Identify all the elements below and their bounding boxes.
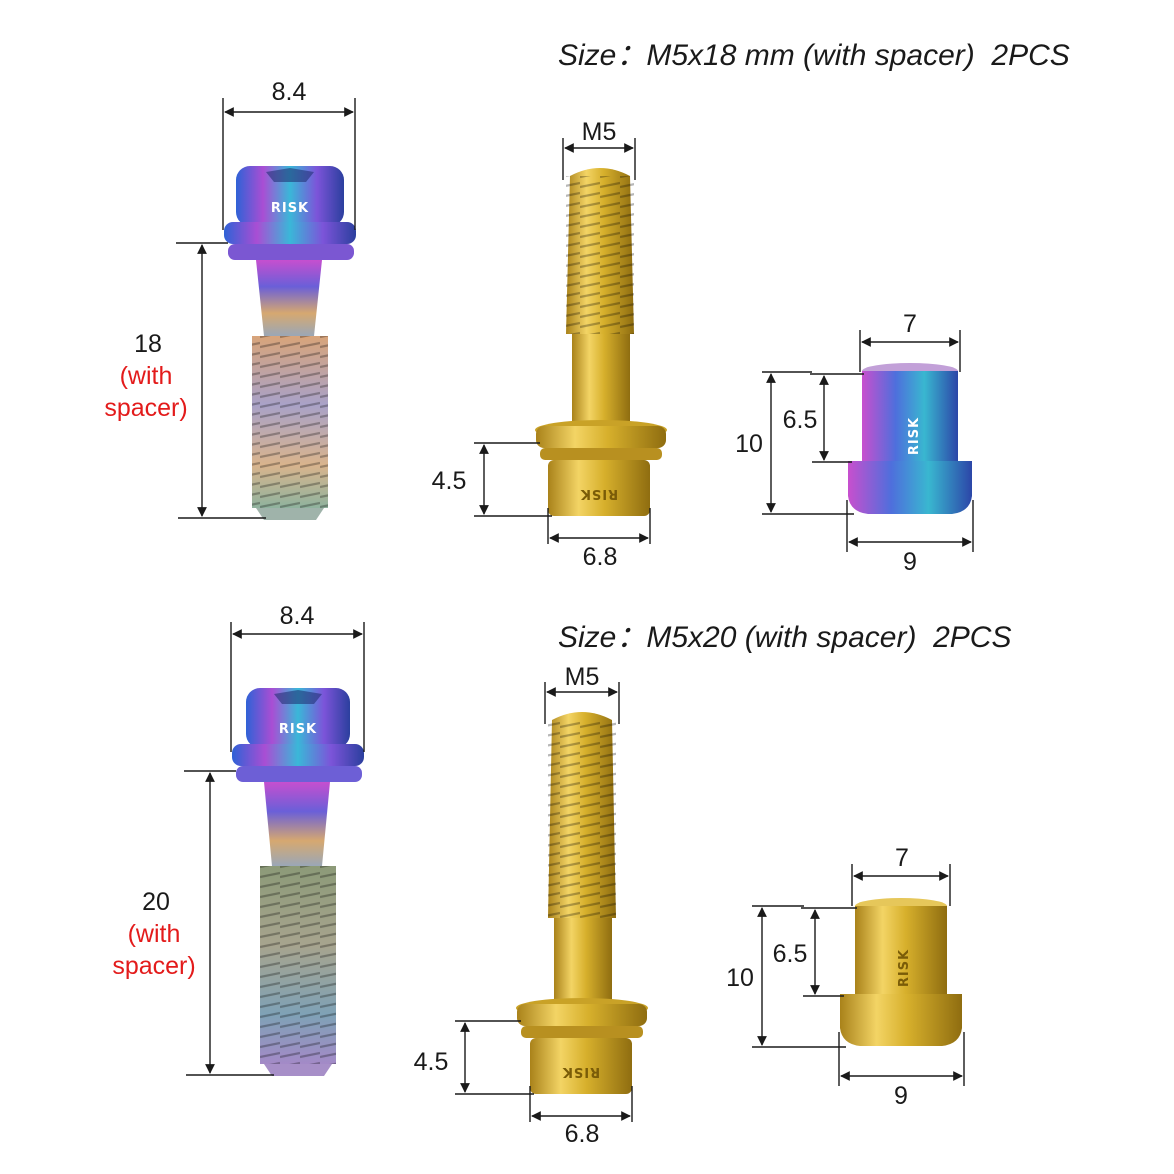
dim-spacer-top-diameter-top: 7: [859, 310, 961, 372]
brand-mark-rainbow-bolt-bottom: RISK: [279, 722, 317, 737]
gold-bolt-m5x18: RISK: [535, 168, 667, 516]
dim-bolt-length-top: 18 (with spacer): [104, 242, 266, 519]
size-label-m5x18: Size：M5x18 mm (with spacer) 2PCS: [558, 39, 1070, 72]
brand-mark-rainbow-bolt-top: RISK: [271, 201, 309, 216]
dim-label-head-diameter-top: 8.4: [272, 78, 307, 106]
dim-spacer-base-diameter-top: 9: [846, 500, 974, 576]
brand-mark-gold-washer-top: RISK: [580, 486, 618, 501]
gold-bolt-m5x20: RISK: [516, 712, 648, 1094]
dim-head-diameter-bottom: 8.4: [230, 602, 365, 752]
dim-label-spacer-base-diameter-bottom: 9: [894, 1082, 908, 1110]
dim-washer-height-bottom: 4.5: [414, 1020, 534, 1095]
dim-label-head-diameter-bottom: 8.4: [280, 602, 315, 630]
dim-label-spacer-base-diameter-top: 9: [903, 548, 917, 576]
dim-note-spacer-top: spacer): [104, 394, 187, 422]
dim-label-washer-height-bottom: 4.5: [414, 1048, 449, 1076]
dim-washer-diameter-bottom: 6.8: [529, 1086, 633, 1148]
dim-bolt-length-bottom: 20 (with spacer): [112, 770, 274, 1076]
dim-note-with-top: (with: [120, 362, 173, 390]
dim-label-spacer-total-height-bottom: 10: [726, 964, 754, 992]
dim-label-washer-diameter-bottom: 6.8: [565, 1120, 600, 1148]
dim-label-spacer-total-height-top: 10: [735, 430, 763, 458]
dim-label-spacer-top-diameter-bottom: 7: [895, 844, 909, 872]
brand-mark-gold-washer-bottom: RISK: [562, 1064, 600, 1079]
dim-note-with-bottom: (with: [128, 920, 181, 948]
dim-label-bolt-length-bottom: 20: [142, 888, 170, 916]
dim-label-spacer-upper-height-top: 6.5: [783, 406, 818, 434]
dim-note-spacer-bottom: spacer): [112, 952, 195, 980]
dim-spacer-total-height-bottom: 10: [726, 905, 846, 1048]
dim-label-spacer-upper-height-bottom: 6.5: [773, 940, 808, 968]
dim-spacer-total-height-top: 10: [735, 371, 854, 515]
rainbow-spacer-top: RISK: [848, 363, 972, 514]
rainbow-bolt-m5x20: RISK: [232, 688, 364, 1076]
dim-thread-bottom: M5: [544, 663, 620, 724]
dim-spacer-upper-height-top: 6.5: [783, 373, 864, 463]
dim-label-washer-height-top: 4.5: [432, 467, 467, 495]
rainbow-bolt-m5x18: RISK: [224, 166, 356, 520]
dim-washer-height-top: 4.5: [432, 442, 552, 517]
dim-head-diameter-top: 8.4: [222, 78, 356, 230]
dim-label-spacer-top-diameter-top: 7: [903, 310, 917, 338]
dim-label-washer-diameter-top: 6.8: [583, 543, 618, 571]
dim-washer-diameter-top: 6.8: [547, 508, 651, 571]
dim-label-bolt-length-top: 18: [134, 330, 162, 358]
dim-label-thread-top: M5: [582, 118, 617, 146]
size-label-m5x20: Size：M5x20 (with spacer) 2PCS: [558, 621, 1012, 654]
brand-mark-gold-spacer: RISK: [897, 949, 912, 987]
dim-thread-top: M5: [562, 118, 636, 180]
dim-spacer-base-diameter-bottom: 9: [838, 1032, 965, 1110]
gold-spacer-bottom: RISK: [840, 898, 962, 1046]
dim-spacer-top-diameter-bottom: 7: [851, 844, 951, 906]
dim-label-thread-bottom: M5: [565, 663, 600, 691]
brand-mark-rainbow-spacer: RISK: [907, 417, 922, 455]
dim-spacer-upper-height-bottom: 6.5: [773, 907, 857, 997]
